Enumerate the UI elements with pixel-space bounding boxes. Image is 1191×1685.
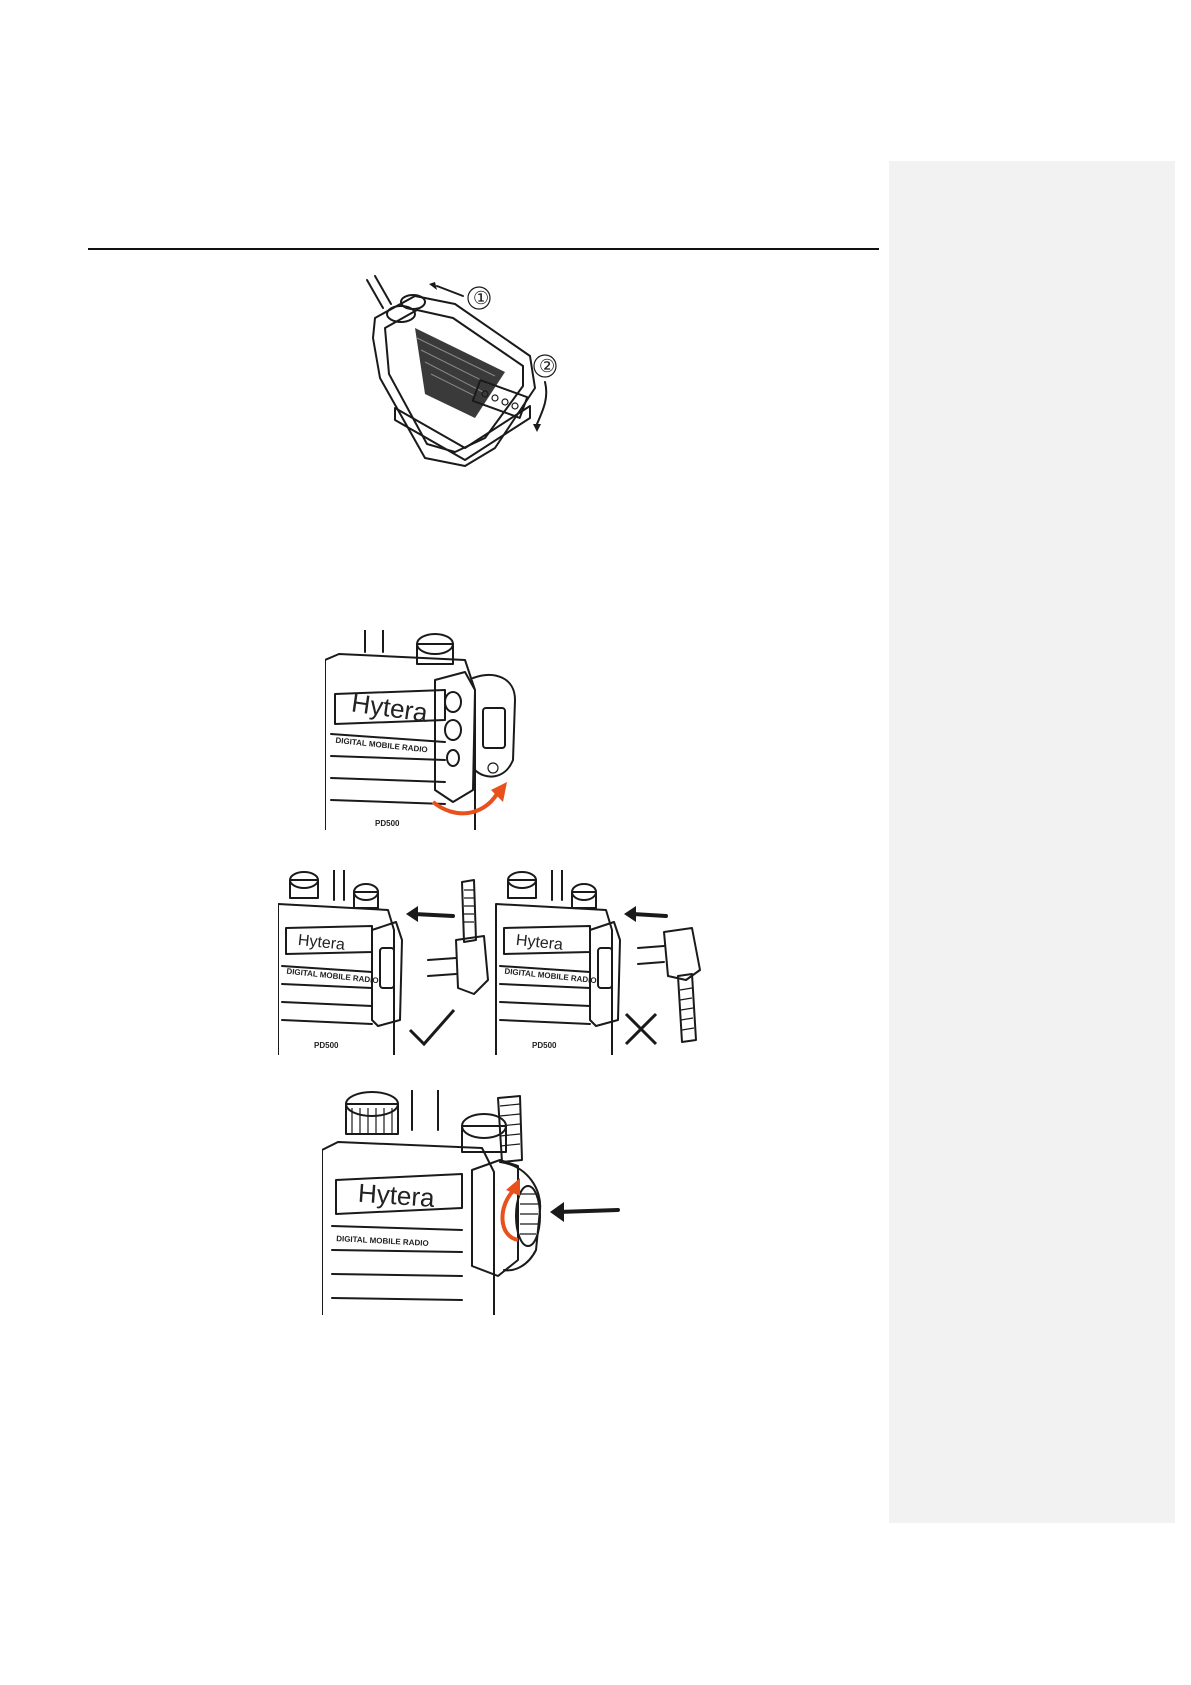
step2-arrow: ② (533, 355, 556, 432)
model-label-correct: PD500 (314, 1041, 339, 1050)
radio-label-final: DIGITAL MOBILE RADIO (336, 1234, 429, 1248)
brand-label-final: Hytera (357, 1178, 436, 1213)
battery-removal-figure: ① ② (355, 268, 595, 478)
model-label: PD500 (375, 819, 400, 828)
brand-label: Hytera (350, 687, 431, 727)
brand-label-wrong: Hytera (515, 932, 564, 954)
radio-label: DIGITAL MOBILE RADIO (335, 736, 428, 755)
step2-label: ② (539, 356, 555, 376)
step1-arrow: ① (429, 282, 490, 309)
step1-label: ① (473, 288, 489, 308)
battery-texture (415, 328, 505, 418)
screw-tighten-figure: Hytera DIGITAL MOBILE RADIO (322, 1090, 632, 1315)
cover-open-figure: Hytera DIGITAL MOBILE RADIO PD500 (325, 630, 555, 830)
model-label-wrong: PD500 (532, 1041, 557, 1050)
brand-label-correct: Hytera (297, 932, 346, 954)
header-rule (88, 248, 879, 250)
comment-pane[interactable] (889, 161, 1175, 1523)
insert-wrong-panel: Hytera DIGITAL MOBILE RADIO PD500 (496, 870, 700, 1055)
insert-correct-panel: Hytera DIGITAL MOBILE RADIO PD500 (278, 870, 488, 1055)
insertion-comparison-figure: Hytera DIGITAL MOBILE RADIO PD500 (278, 870, 728, 1055)
